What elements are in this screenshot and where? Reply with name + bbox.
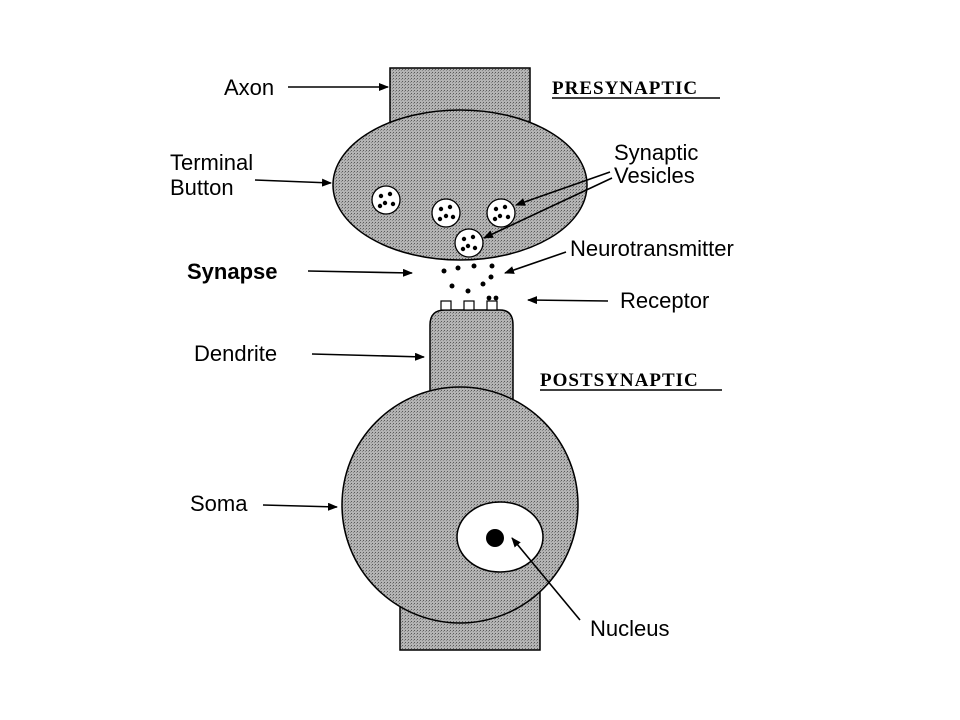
neurotransmitter-arrow (504, 251, 567, 274)
synaptic-vesicle (371, 185, 401, 215)
dendrite-label: Dendrite (194, 341, 277, 366)
soma-label: Soma (190, 491, 248, 516)
receptor-label: Receptor (620, 288, 709, 313)
terminal-button-label-line1: Terminal (170, 150, 253, 175)
nucleus-arrow (511, 537, 581, 621)
soma-shape (341, 386, 579, 624)
nucleolus (486, 529, 504, 547)
receptor-sites (440, 295, 499, 311)
nucleus-label: Nucleus (590, 616, 669, 641)
terminal-button-label-line2: Button (170, 175, 234, 200)
synaptic-vesicles-label-line2: Vesicles (614, 163, 695, 188)
neurotransmitter-label: Neurotransmitter (570, 236, 734, 261)
synaptic-vesicle (486, 198, 516, 228)
synapse-label: Synapse (187, 259, 278, 284)
synaptic-vesicle (431, 198, 461, 228)
synaptic-vesicles-label-line1: Synaptic (614, 140, 698, 165)
terminal-button-shape (332, 109, 588, 261)
neurotransmitter-molecules (441, 263, 495, 294)
terminal-button-arrow (254, 178, 332, 187)
synaptic-vesicles-arrow-1 (515, 171, 611, 206)
dendrite-arrow (311, 352, 425, 361)
synaptic-vesicle (454, 228, 484, 258)
postsynaptic-heading: POSTSYNAPTIC (540, 370, 699, 391)
axon-label: Axon (224, 75, 274, 100)
receptor-arrow (527, 296, 609, 305)
presynaptic-heading: PRESYNAPTIC (552, 78, 698, 99)
synapse-arrow (307, 268, 413, 277)
soma-arrow (262, 502, 338, 511)
synaptic-vesicles-arrow-2 (483, 177, 613, 239)
